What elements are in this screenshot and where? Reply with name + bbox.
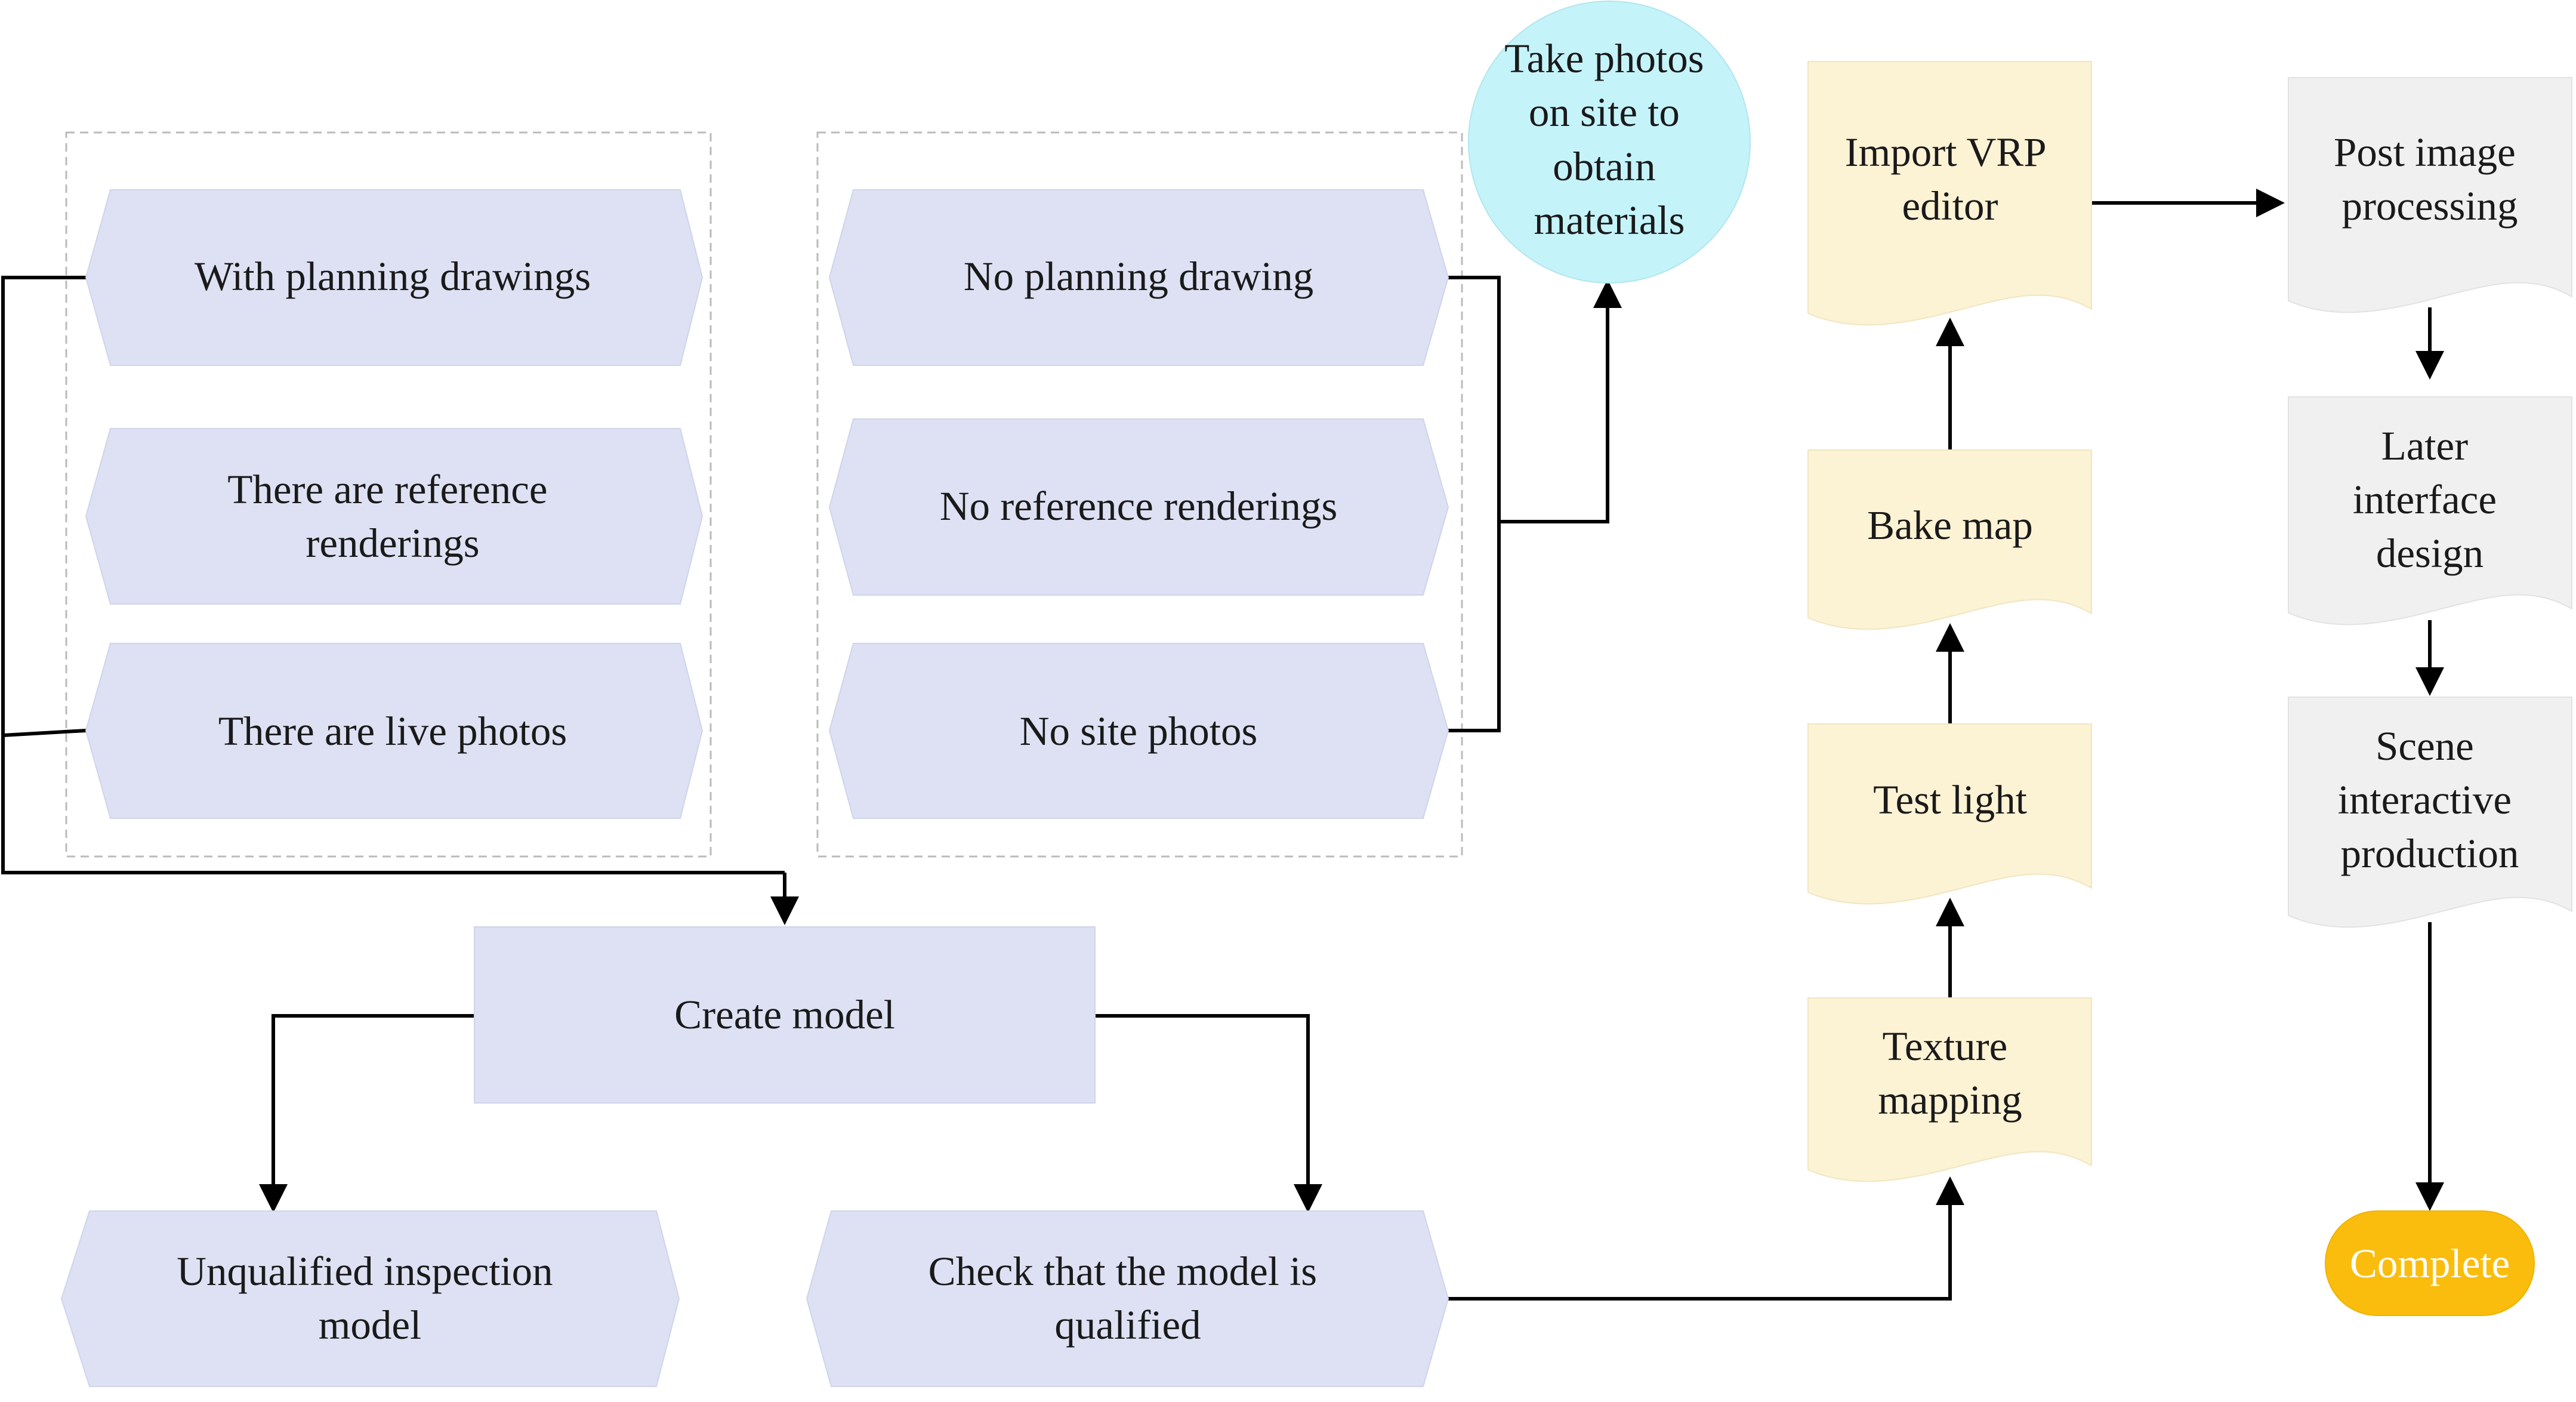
node-label: Texture mapping [1878,1024,2022,1123]
node-scene-interactive-production: Scene interactive production [2288,697,2572,928]
connector-to-check-qualified [1095,1014,1322,1213]
connector-left-group-bracket [1,276,785,874]
node-label: Complete [2350,1241,2510,1286]
node-unqualified-inspection-model: Unqualified inspection model [60,1210,680,1387]
node-bake-map: Bake map [1807,449,2092,630]
group-with-materials [65,131,712,858]
node-no-reference-renderings: No reference renderings [828,418,1449,596]
node-label: Later interface design [2353,423,2507,576]
node-with-planning-drawings: With planning drawings [85,189,704,366]
node-create-model: Create model [474,926,1096,1104]
node-no-site-photos: No site photos [828,643,1449,819]
node-later-interface-design: Later interface design [2288,396,2572,625]
node-texture-mapping: Texture mapping [1807,997,2092,1182]
node-live-photos: There are live photos [85,643,704,819]
connectors [1,189,2444,1301]
connector-live-photos-tick [2,729,87,737]
node-post-image-processing: Post image processing [2288,77,2572,313]
node-label: Unqualified inspection model [177,1249,563,1348]
node-test-light: Test light [1807,723,2092,905]
node-reference-renderings: There are reference renderings [85,428,704,605]
node-complete: Complete [2325,1210,2535,1316]
node-label: Import VRP editor [1845,130,2056,229]
node-check-model-qualified: Check that the model is qualified [806,1210,1449,1387]
node-import-vrp-editor: Import VRP editor [1807,61,2092,326]
node-label: No reference renderings [940,483,1338,529]
connector-to-unqualified [259,1014,474,1213]
node-label: No planning drawing [964,254,1313,299]
connector-to-texture-mapping [1448,1176,1964,1301]
node-label: There are reference renderings [227,467,557,566]
node-label: Create model [674,992,895,1037]
node-label: Scene interactive production [2338,723,2522,876]
node-label: Bake map [1867,503,2033,548]
node-label: There are live photos [218,708,567,754]
node-label: Check that the model is qualified [928,1249,1328,1348]
node-label: With planning drawings [195,254,591,299]
connector-to-take-photos [1499,279,1622,523]
node-label: Take photos on site to obtain materials [1504,36,1714,243]
node-no-planning-drawing: No planning drawing [828,189,1449,366]
node-label: Post image processing [2334,130,2526,229]
node-label: No site photos [1020,708,1258,754]
connector-right-group-bracket [1448,276,1501,732]
group-without-materials [816,131,1463,858]
node-label: Test light [1873,777,2027,822]
node-take-photos: Take photos on site to obtain materials [1468,1,1751,284]
